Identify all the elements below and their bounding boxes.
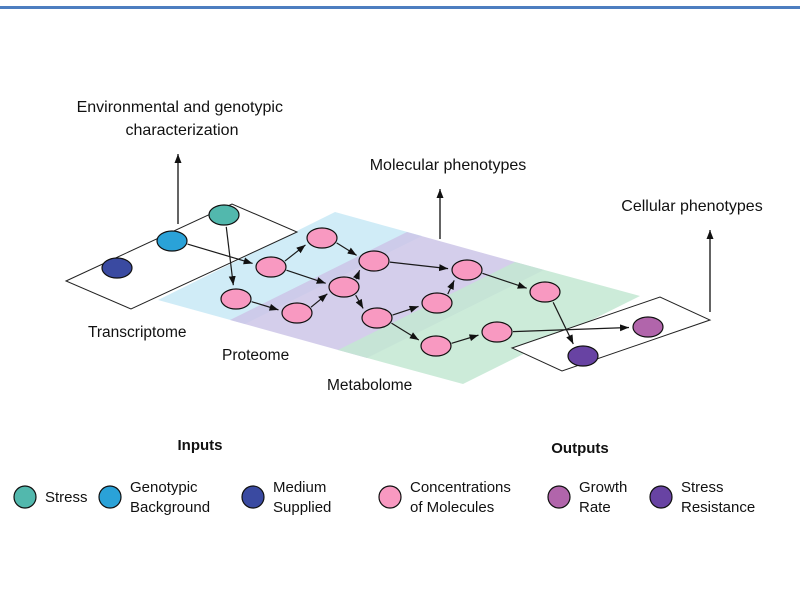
edge-m7-to-m8 bbox=[392, 305, 419, 316]
m2-node bbox=[255, 256, 287, 278]
m10-node bbox=[529, 281, 561, 303]
genotypic-input-node bbox=[156, 230, 188, 252]
m4-node bbox=[281, 302, 313, 324]
metabolome-label: Metabolome bbox=[327, 377, 412, 394]
legend-inputs-title: Inputs bbox=[178, 437, 223, 454]
m12-node bbox=[420, 335, 452, 357]
legend-swatch-genotypic_background bbox=[98, 485, 122, 509]
stress-input-node bbox=[208, 204, 240, 226]
edge-m8-to-m9 bbox=[447, 280, 455, 295]
environmental-genotypic-line1: Environmental and genotypic bbox=[77, 99, 283, 116]
edge-m11-to-growth-rate-output bbox=[512, 324, 630, 333]
nodes-layer bbox=[101, 204, 664, 367]
cellular-phenotypes-label: Cellular phenotypes bbox=[621, 198, 762, 215]
legend-label-stress: Stress bbox=[45, 489, 88, 506]
edge-m4-to-m6 bbox=[310, 293, 328, 308]
edge-m2-to-m1 bbox=[284, 244, 306, 262]
edges-layer bbox=[187, 226, 630, 345]
top-border-rule bbox=[0, 6, 800, 9]
edge-m2-to-m6 bbox=[286, 269, 326, 284]
output-plane bbox=[510, 296, 712, 372]
m7-node bbox=[361, 307, 393, 329]
legend-swatch-stress bbox=[13, 485, 37, 509]
legend-outputs-title: Outputs bbox=[551, 440, 609, 457]
annotations-layer: Environmental and genotypic characteriza… bbox=[77, 99, 763, 312]
edge-genotypic-input-to-m2 bbox=[187, 243, 253, 265]
planes-layer bbox=[64, 203, 712, 372]
edge-m6-to-m5 bbox=[353, 269, 361, 280]
m3-node bbox=[220, 288, 252, 310]
m6-node bbox=[328, 276, 360, 298]
edge-m1-to-m5 bbox=[336, 242, 357, 256]
m1-node bbox=[306, 227, 338, 249]
m5-node bbox=[358, 250, 390, 272]
environmental-genotypic-label: Environmental and genotypic characteriza… bbox=[77, 99, 288, 139]
edge-m12-to-m11 bbox=[451, 334, 479, 344]
legend-swatch-concentration bbox=[378, 485, 402, 509]
medium-input-node bbox=[101, 257, 133, 279]
edge-m6-to-m7 bbox=[355, 294, 364, 309]
edge-stress-input-to-m3 bbox=[225, 226, 236, 286]
legend-swatch-growth_rate bbox=[547, 485, 571, 509]
stress-resistance-output-node bbox=[567, 345, 599, 367]
edge-m9-to-m10 bbox=[482, 272, 527, 289]
input-plane bbox=[64, 203, 299, 310]
molecular-phenotypes-label: Molecular phenotypes bbox=[370, 157, 527, 174]
m11-node bbox=[481, 321, 513, 343]
edge-m3-to-m4 bbox=[251, 301, 279, 311]
edge-m10-to-stress-resistance-output bbox=[552, 302, 574, 345]
m8-node bbox=[421, 292, 453, 314]
frame-layer bbox=[0, 6, 800, 9]
legend-swatch-stress_resistance bbox=[649, 485, 673, 509]
growth-rate-output-node bbox=[632, 316, 664, 338]
m9-node bbox=[451, 259, 483, 281]
transcriptome-label: Transcriptome bbox=[88, 324, 186, 341]
region-labels-layer: Transcriptome Proteome Metabolome bbox=[88, 324, 412, 394]
edge-m7-to-m12 bbox=[391, 322, 420, 341]
environmental-genotypic-line2: characterization bbox=[126, 122, 239, 139]
proteome-label: Proteome bbox=[222, 347, 289, 364]
edge-m5-to-m9 bbox=[389, 261, 449, 272]
legend-swatch-medium_supplied bbox=[241, 485, 265, 509]
